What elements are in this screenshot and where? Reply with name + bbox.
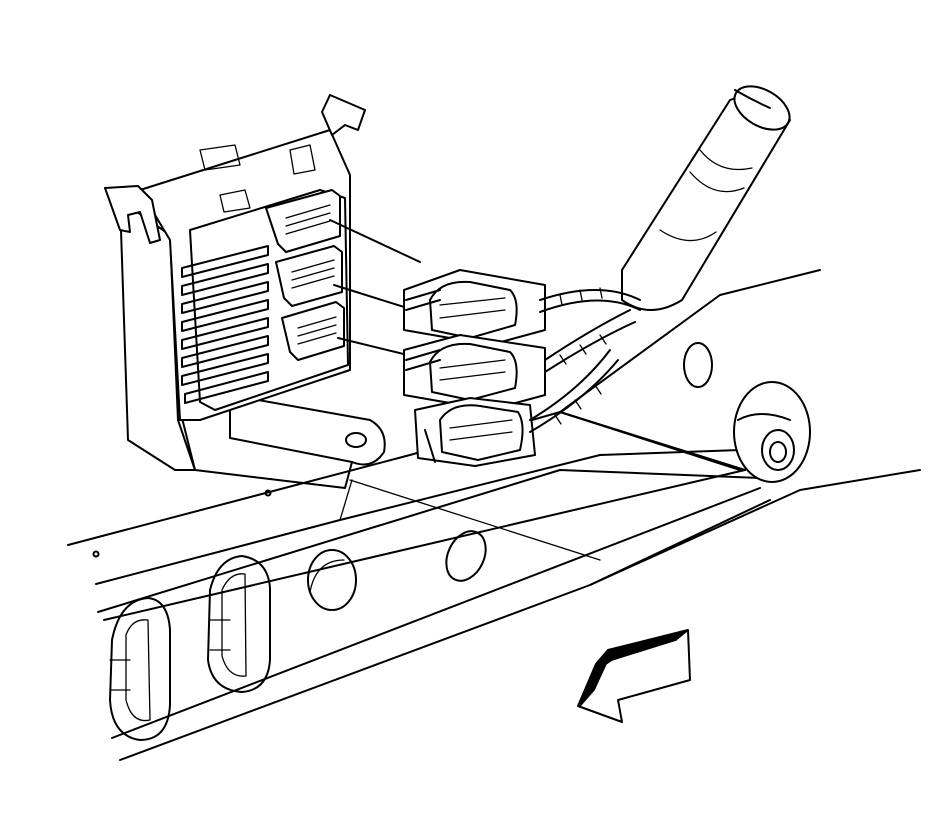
frame-rail	[67, 269, 921, 761]
frame-hole-round	[307, 549, 357, 611]
control-module	[104, 94, 366, 471]
harness-connector-3	[414, 397, 536, 467]
module-socket-2	[275, 245, 343, 307]
mounting-bracket	[179, 394, 386, 489]
frame-slot-1	[109, 597, 171, 741]
wire-harness	[529, 287, 641, 433]
harness-connectors	[403, 269, 641, 467]
harness-connector-1	[403, 269, 546, 346]
module-socket-1	[265, 189, 341, 253]
frame-slot-2	[207, 555, 271, 693]
frame-hole-upper	[683, 342, 713, 388]
front-direction-arrow	[577, 629, 691, 723]
steering-column	[621, 85, 791, 311]
frame-hole-oval	[445, 530, 487, 582]
heatsink-fins	[181, 245, 269, 404]
module-socket-3	[281, 301, 345, 361]
body-mount	[733, 381, 811, 483]
harness-connector-2	[403, 334, 546, 411]
